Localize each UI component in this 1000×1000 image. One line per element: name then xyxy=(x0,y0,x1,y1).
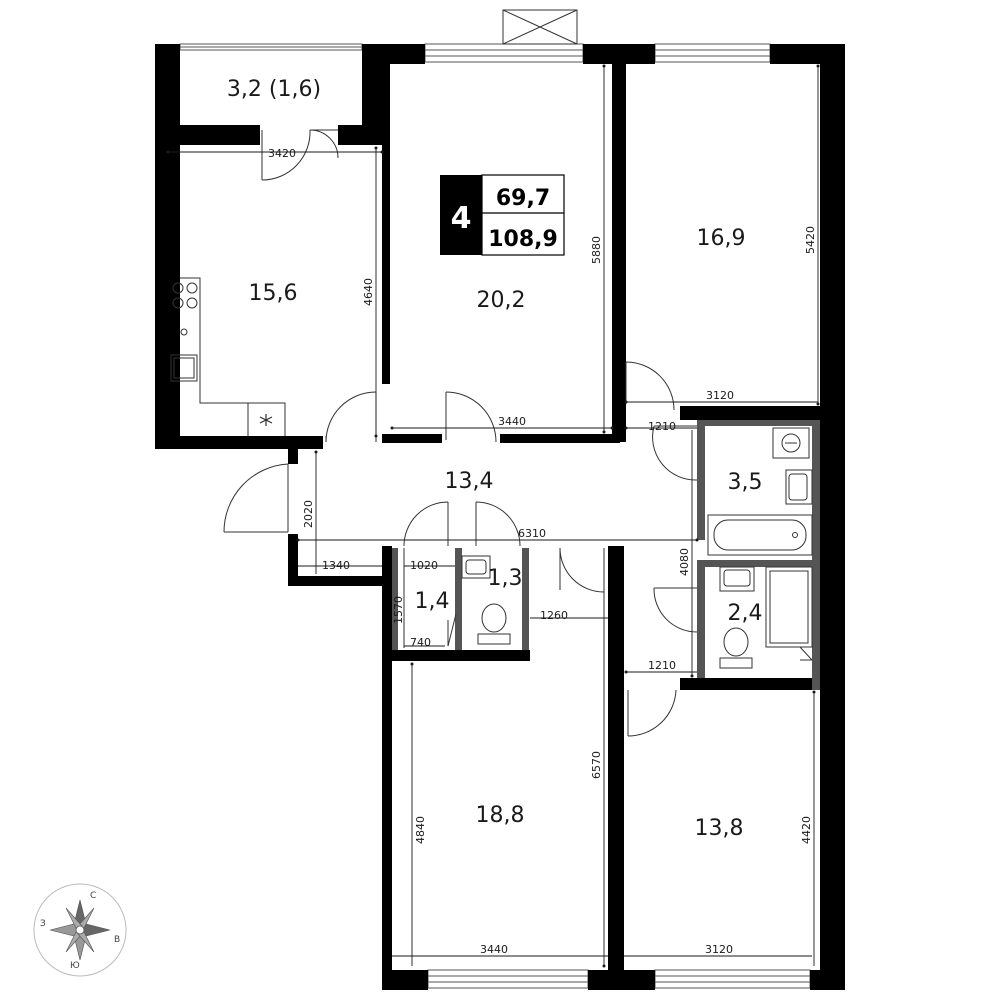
wall-kitchen-bottom xyxy=(155,436,323,449)
dim-living-width: 3440 xyxy=(498,415,526,428)
dimension-ticks xyxy=(166,64,820,968)
dim-bedroom-br-depth: 4420 xyxy=(800,816,813,844)
sink-icon xyxy=(785,469,813,505)
dim-hall-length: 6310 xyxy=(518,527,546,540)
snowflake-icon xyxy=(259,414,273,426)
door-toilet[interactable] xyxy=(475,501,521,547)
room-bathroom-area: 3,5 xyxy=(728,470,763,495)
wall-bedroom-bl-west xyxy=(382,546,392,990)
room-bedroom-tr-area: 16,9 xyxy=(697,226,746,251)
wall-balcony-bottom-right xyxy=(338,125,390,145)
wall-west-kitchen xyxy=(155,44,180,449)
wall-east xyxy=(820,44,845,990)
room-closet-area: 1,4 xyxy=(415,589,450,614)
dim-bedroom-bl-length: 6570 xyxy=(590,751,603,779)
washing-machine-icon xyxy=(772,427,810,459)
window-bedroom-bl xyxy=(427,969,589,989)
wall-bedroom-br-top xyxy=(680,678,820,690)
room-labels: 3,2 (1,6) 15,6 20,2 16,9 13,4 3,5 1,3 1,… xyxy=(227,77,763,841)
sink-icon xyxy=(170,328,198,382)
wall-living-bedroom xyxy=(612,64,626,442)
compass-south: Ю xyxy=(70,961,80,971)
badge-room-count-box xyxy=(440,175,482,255)
room-bedroom-br-area: 13,8 xyxy=(695,816,744,841)
wall-kitchen-living xyxy=(382,64,390,384)
room-living-area: 20,2 xyxy=(477,288,526,313)
window-balcony xyxy=(179,43,363,51)
dim-bedroom-bl-depth: 4840 xyxy=(414,816,427,844)
dim-closet-door: 740 xyxy=(410,636,431,649)
room-hall-area: 13,4 xyxy=(445,469,494,494)
dimension-labels: 3420 4640 5880 3440 5420 3120 1210 2020 … xyxy=(268,147,817,956)
badge-living-area: 69,7 xyxy=(496,186,550,211)
door-living[interactable] xyxy=(445,391,497,443)
wall-bedroom-tr-bottom xyxy=(680,406,820,420)
wall-bedroom-bl-top xyxy=(392,650,530,661)
door-bedroom-tr[interactable] xyxy=(625,361,675,411)
badge-total-area: 108,9 xyxy=(488,227,558,252)
room-toilet-area: 1,3 xyxy=(488,566,523,591)
compass-rose-icon: С Ю З В xyxy=(33,883,127,977)
dim-baths-depth: 4080 xyxy=(678,548,691,576)
badge-room-count: 4 xyxy=(451,201,472,236)
dim-bedroom-tr-depth: 5420 xyxy=(804,226,817,254)
door-wc2[interactable] xyxy=(653,587,698,633)
compass-north: С xyxy=(90,891,96,901)
dimension-lines xyxy=(168,66,819,966)
window-living xyxy=(424,43,584,63)
toilet-icon xyxy=(719,627,753,669)
room-kitchen-area: 15,6 xyxy=(249,281,298,306)
room-wc2-area: 2,4 xyxy=(728,601,763,626)
door-closet-inner[interactable] xyxy=(447,613,457,647)
bathtub-icon xyxy=(707,514,813,556)
shower-icon xyxy=(765,566,813,661)
dim-entry-width: 1340 xyxy=(322,559,350,572)
dim-closet-depth: 1570 xyxy=(392,596,405,624)
wall-balcony-bottom-left xyxy=(180,125,260,145)
window-bedroom-tr xyxy=(654,43,771,63)
door-balcony[interactable] xyxy=(261,129,339,181)
window-bedroom-br xyxy=(654,969,811,989)
room-bedroom-bl-area: 18,8 xyxy=(476,803,525,828)
door-bedroom-br[interactable] xyxy=(627,689,677,737)
unit-badge: 4 69,7 108,9 xyxy=(440,174,565,256)
dim-kitchen-depth: 4640 xyxy=(362,278,375,306)
dim-living-depth: 5880 xyxy=(590,236,603,264)
partitions xyxy=(392,420,820,690)
door-closet[interactable] xyxy=(403,501,449,547)
door-kitchen[interactable] xyxy=(325,391,377,443)
badge-area-box xyxy=(481,174,565,256)
dim-corridor-upper: 1210 xyxy=(648,420,676,433)
dim-kitchen-width: 3420 xyxy=(268,147,296,160)
door-bedroom-bl[interactable] xyxy=(559,547,605,593)
compass-west: З xyxy=(40,919,46,929)
toilet-icon xyxy=(477,603,511,645)
dim-corridor-lower: 1210 xyxy=(648,659,676,672)
dim-bedroom-tr-width: 3120 xyxy=(706,389,734,402)
dim-hall-depth: 2020 xyxy=(302,500,315,528)
room-balcony-area: 3,2 (1,6) xyxy=(227,77,321,102)
wall-bedroom-bl-br xyxy=(608,546,624,970)
dim-bedroom-bl-width: 3440 xyxy=(480,943,508,956)
sink-icon xyxy=(461,555,491,579)
door-entrance[interactable] xyxy=(223,463,289,533)
sink-icon xyxy=(719,566,755,592)
dim-corridor-mid: 1260 xyxy=(540,609,568,622)
dim-closet-width: 1020 xyxy=(410,559,438,572)
wall-entry-bottom xyxy=(288,576,384,586)
compass-east: В xyxy=(114,935,120,945)
dim-bedroom-br-width: 3120 xyxy=(705,943,733,956)
door-bathroom[interactable] xyxy=(652,425,698,481)
stove-icon xyxy=(172,282,198,309)
kitchen-counter xyxy=(180,277,286,436)
ventilation-icon xyxy=(502,9,578,45)
